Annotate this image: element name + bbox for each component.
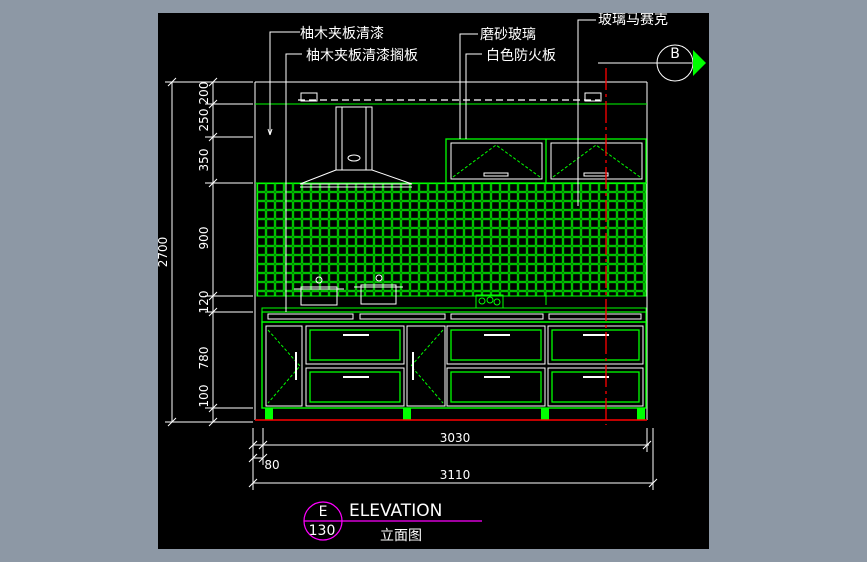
elevation-drawing: 柚木夹板清漆 柚木夹板清漆搁板 磨砂玻璃 白色防火板 玻璃马赛克 B 200 2… [156,11,706,544]
dim-200: 200 [197,82,211,105]
dim-120: 120 [197,291,211,314]
callout-frosted-glass: 磨砂玻璃 [480,26,536,43]
title-letter: E [319,504,328,520]
callout-white-board: 白色防火板 [486,47,556,64]
countertop [261,307,647,323]
title-english: ELEVATION [349,501,442,521]
dim-350: 350 [197,149,211,172]
dim-80: 80 [264,458,279,472]
base-cabinets [261,321,647,409]
callout-glass-mosaic: 玻璃马赛克 [598,13,668,28]
horizontal-dimension-lines [248,428,658,490]
dim-100: 100 [197,385,211,408]
callout-teak-shelf: 柚木夹板清漆搁板 [306,48,418,64]
range-hood [299,106,413,188]
callout-teak-panel: 柚木夹板清漆 [300,26,384,42]
section-marker-letter: B [670,46,680,62]
dim-250: 250 [197,109,211,132]
dim-total-2700: 2700 [158,237,170,268]
vertical-dimension-lines [165,77,253,427]
toe-kick [255,408,647,421]
dim-780: 780 [197,347,211,370]
drawing-canvas: 柚木夹板清漆 柚木夹板清漆搁板 磨砂玻璃 白色防火板 玻璃马赛克 B 200 2… [156,11,709,549]
dim-3030: 3030 [440,431,471,445]
dim-3110: 3110 [440,468,471,482]
fruit-basket [475,292,547,309]
title-number: 130 [309,523,336,539]
title-block: E 130 ELEVATION 立面图 [303,501,482,544]
mosaic-backsplash [256,182,647,297]
upper-cabinets [445,138,647,184]
ceiling-light-track [298,92,602,102]
title-chinese: 立面图 [380,528,422,544]
callout-leaders [267,19,596,312]
dim-900: 900 [197,227,211,250]
stove-pots [294,274,403,306]
section-marker: B [598,44,706,82]
